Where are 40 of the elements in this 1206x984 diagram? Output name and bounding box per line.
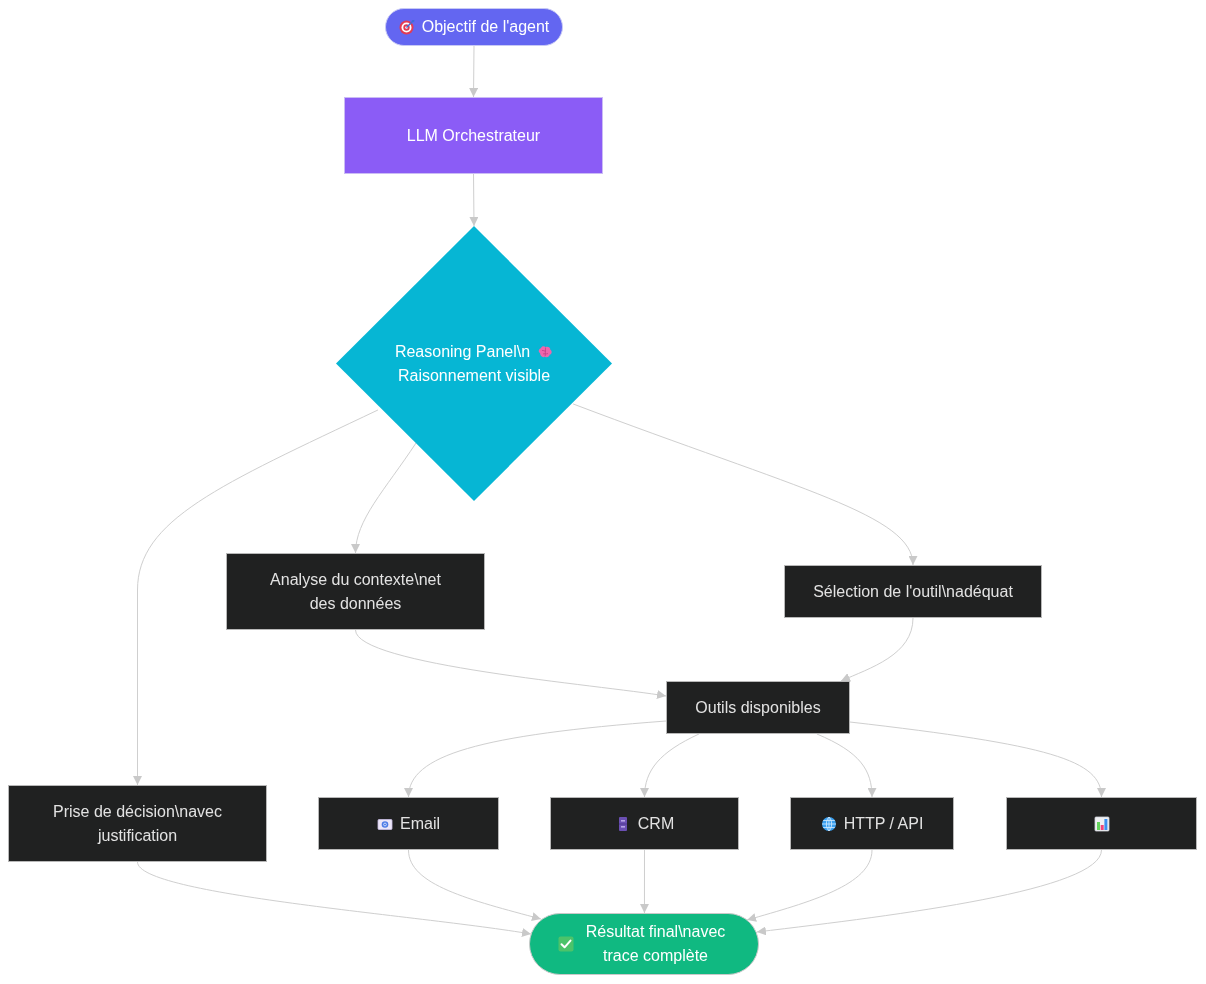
node-label: HTTP / API — [843, 813, 924, 834]
arrow — [469, 173, 479, 227]
process-box — [318, 797, 499, 850]
node-label: Analyse du contexte\net des données — [269, 569, 442, 614]
arrow — [351, 442, 417, 554]
arrow — [640, 733, 700, 798]
process-box — [784, 565, 1042, 618]
process-box — [8, 785, 267, 862]
arrow — [849, 721, 1105, 798]
node-label: Email — [400, 813, 440, 834]
arrow — [639, 849, 649, 914]
process-box — [1006, 797, 1197, 850]
process-box — [790, 797, 954, 850]
node-label: Reasoning Panel\n — [394, 341, 531, 362]
node-label: LLM Orchestrateur — [406, 125, 541, 146]
node-label: Sélection de l'outil\nadéquat — [813, 581, 1013, 602]
process-box — [666, 681, 850, 734]
arrow — [405, 720, 667, 798]
node-label: Prise de décision\navec justification — [52, 801, 223, 846]
process-box — [226, 553, 485, 630]
node-label: Raisonnement visible — [397, 365, 551, 386]
node-label: Outils disponibles — [695, 697, 821, 718]
node-label: Résultat final\navec trace complète — [584, 922, 727, 966]
arrow — [756, 849, 1102, 936]
process-box — [344, 97, 603, 174]
arrow — [355, 629, 667, 700]
start-pill — [385, 8, 563, 46]
arrow — [572, 403, 916, 566]
arrow — [137, 861, 532, 938]
arrow — [133, 409, 379, 786]
arrow — [816, 733, 877, 798]
arrow — [408, 849, 542, 922]
decision-diamond — [336, 226, 612, 501]
arrow — [746, 849, 873, 922]
arrow — [469, 45, 479, 98]
node-label: Objectif de l'agent — [421, 17, 550, 37]
arrow — [840, 617, 914, 682]
process-box — [550, 797, 739, 850]
node-label: CRM — [637, 813, 675, 834]
end-pill — [529, 913, 759, 975]
